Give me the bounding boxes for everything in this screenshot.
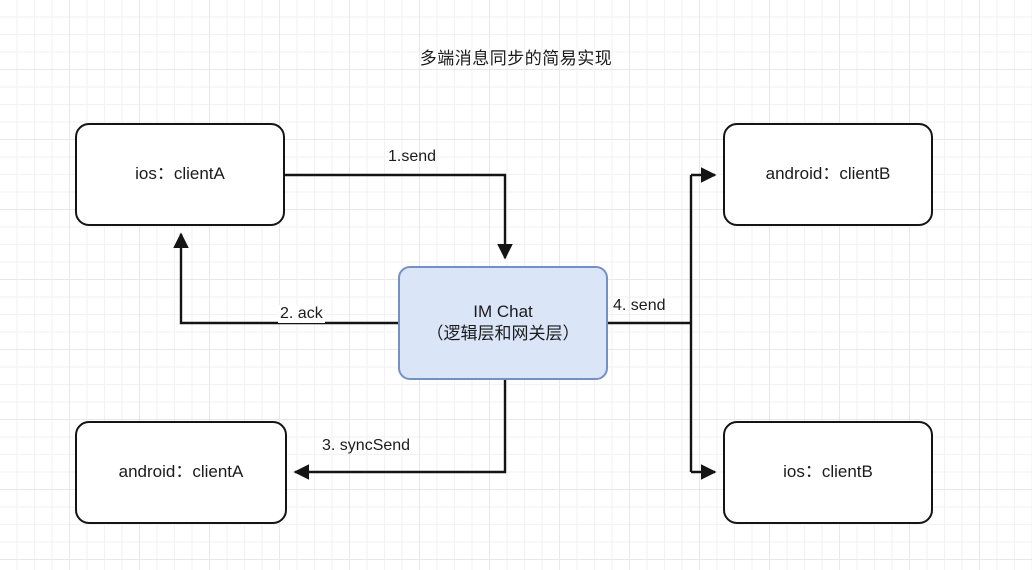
node-im-chat-label: IM Chat	[473, 301, 533, 321]
edge-label-syncsend3: 3. syncSend	[322, 437, 411, 454]
edge-syncsend3-path	[293, 380, 507, 480]
node-ios-clientb-label: ios：clientB	[783, 462, 873, 482]
node-android-clienta-label: android：clientA	[118, 462, 244, 482]
edge-label-ack2: 2. ack	[278, 305, 325, 323]
node-ios-clienta[interactable]: ios：clientA	[75, 123, 285, 226]
node-android-clientb[interactable]: android：clientB	[723, 123, 933, 226]
edge-send1-path	[285, 173, 513, 260]
edge-ack2-path	[173, 232, 398, 325]
page-title: 多端消息同步的简易实现	[419, 49, 613, 68]
node-android-clienta[interactable]: android：clientA	[75, 421, 287, 524]
node-im-chat-sublabel: （逻辑层和网关层）	[426, 324, 580, 343]
node-ios-clientb[interactable]: ios：clientB	[723, 421, 933, 524]
edge-label-send1: 1.send	[388, 148, 437, 165]
node-im-chat[interactable]: IM Chat （逻辑层和网关层）	[398, 266, 608, 380]
node-ios-clienta-label: ios：clientA	[135, 164, 225, 184]
edge-label-send4: 4. send	[613, 297, 666, 314]
node-android-clientb-label: android：clientB	[765, 164, 891, 184]
